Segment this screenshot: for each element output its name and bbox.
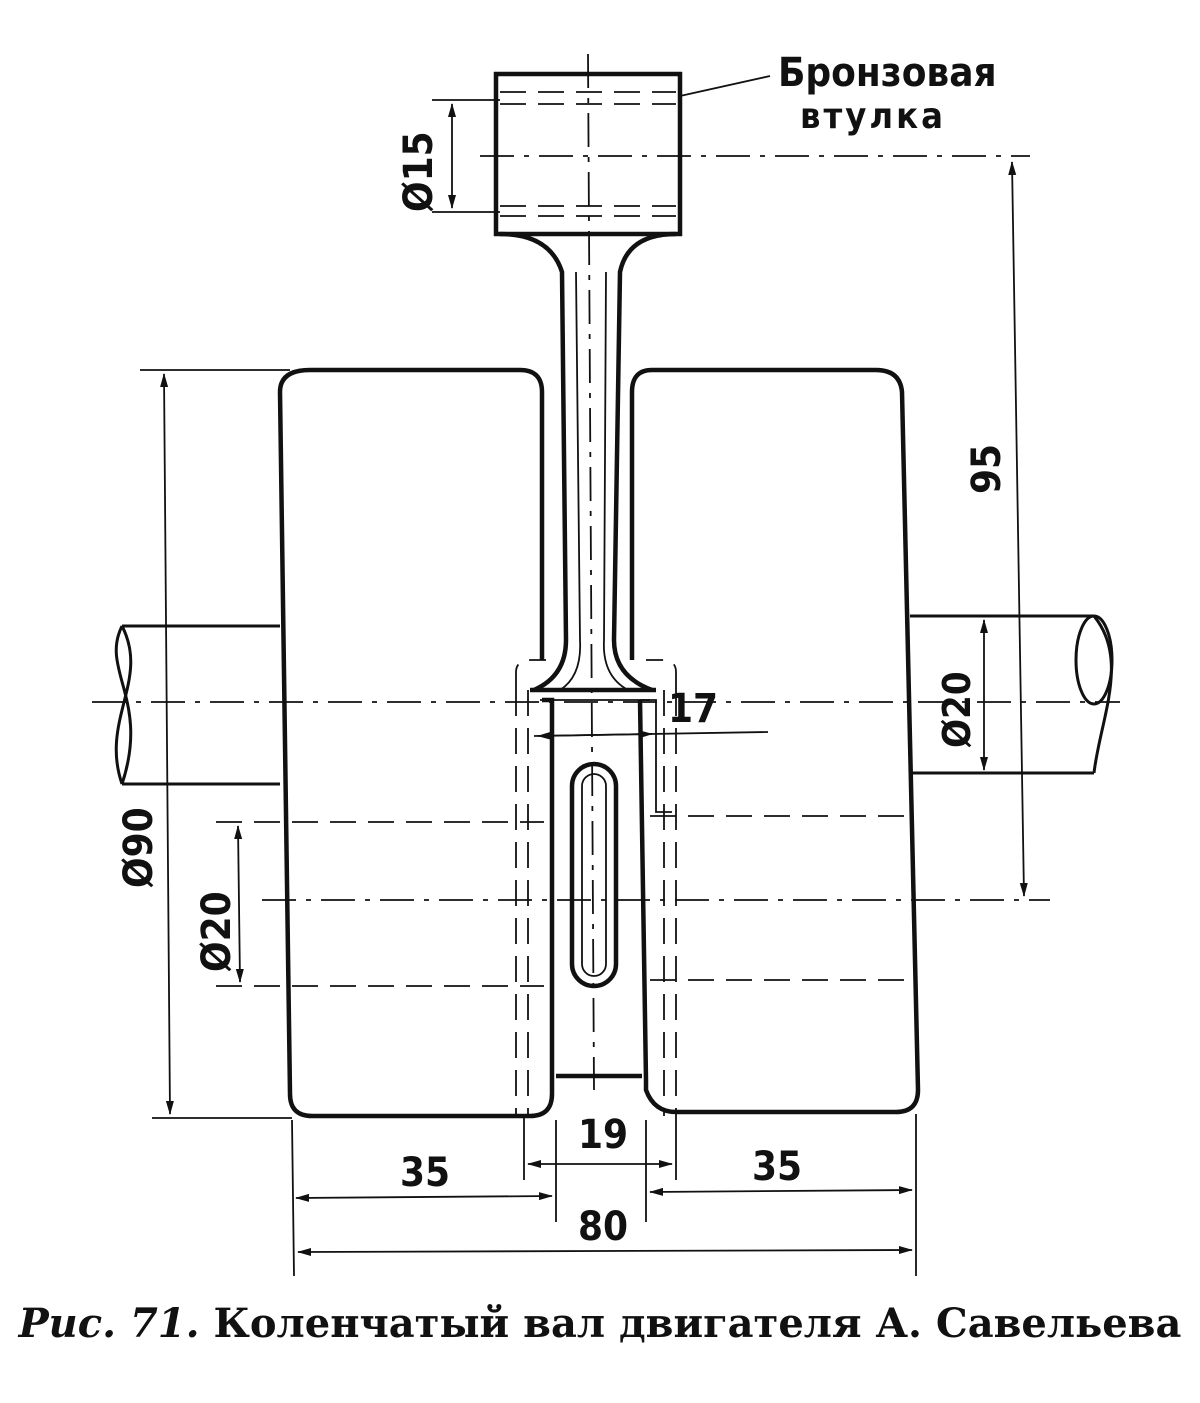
hidden-bore-lines [216,815,912,987]
right-crank-disc [629,367,921,1115]
bushing-label-line1: Бронзовая [778,50,997,96]
disc-diameter-dimension: Ø90 [116,369,292,1119]
width-dimensions: 35 35 80 [291,1114,917,1277]
rod-width-label: 17 [668,686,718,732]
rod-width-dimension: 17 [533,686,769,740]
rod-shank [499,231,677,693]
bushing-leader: Бронзовая втулка [679,50,997,137]
disc-diameter-label: Ø90 [116,807,162,888]
stroke-dimension: 95 [964,161,1028,897]
web-gap-dimension: 19 [523,1112,677,1180]
right-shaft [910,614,1114,775]
caption-prefix: Рис. 71. [18,1300,200,1347]
pin-diameter-dimension: Ø15 [396,99,500,213]
rod-small-end [493,71,683,237]
disc-width-left-label: 35 [400,1150,450,1196]
disc-width-right-label: 35 [752,1144,802,1190]
left-shaft [114,624,280,786]
crankshaft-drawing: Ø15 Бронзовая втулка 95 Ø20 Ø90 Ø20 17 [92,50,1120,1277]
center-lines [92,53,1120,1091]
web-gap-label: 19 [578,1112,628,1158]
overall-width-label: 80 [578,1204,628,1250]
left-bore-diameter-label: Ø20 [194,891,240,972]
caption-text: Коленчатый вал двигателя А. Савельева [213,1300,1182,1347]
crank-pin [515,659,677,1116]
stroke-length-label: 95 [964,444,1010,494]
pin-diameter-label: Ø15 [396,131,442,212]
right-shaft-diameter-dimension: Ø20 [935,619,988,771]
right-shaft-diameter-label: Ø20 [935,671,979,748]
bushing-label-line2: втулка [800,96,946,137]
left-bore-diameter-dimension: Ø20 [194,825,244,983]
left-crank-disc [277,367,555,1119]
figure-caption: Рис. 71. Коленчатый вал двигателя А. Сав… [0,1300,1200,1347]
